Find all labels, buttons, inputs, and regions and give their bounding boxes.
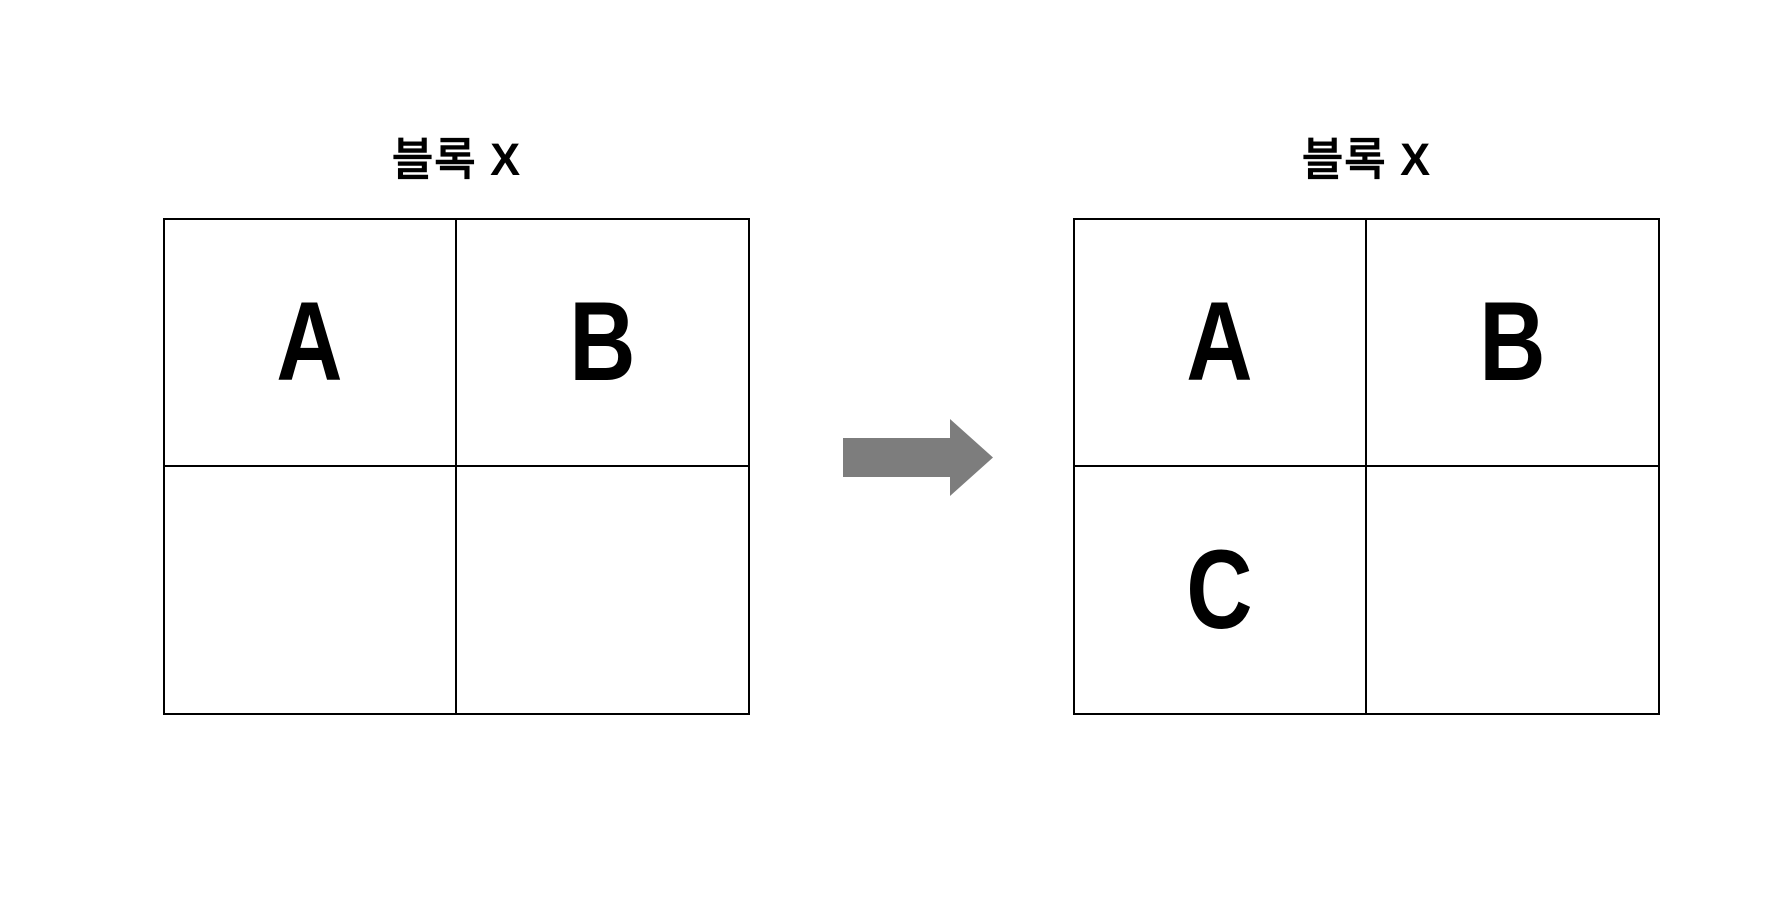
left-panel-title: 블록 X: [391, 134, 522, 185]
right-grid-cell-r1c1: [1367, 467, 1659, 714]
cell-letter: A: [276, 279, 343, 405]
right-grid-cell-r0c1: B: [1366, 220, 1658, 467]
arrow-shape: [843, 419, 993, 496]
cell-letter: A: [1186, 279, 1253, 405]
left-block-grid: A B: [163, 218, 750, 715]
right-arrow-icon: [843, 419, 993, 496]
left-grid-cell-r0c1: B: [456, 220, 748, 467]
right-grid-cell-r1c0: C: [1075, 466, 1367, 713]
left-grid-cell-r0c0: A: [165, 220, 457, 467]
cell-letter: C: [1186, 526, 1253, 652]
right-block-grid: A B C: [1073, 218, 1660, 715]
right-grid-cell-r0c0: A: [1075, 220, 1367, 467]
cell-letter: B: [1479, 279, 1546, 405]
right-panel-title: 블록 X: [1301, 134, 1432, 185]
cell-letter: B: [569, 279, 636, 405]
left-grid-cell-r1c1: [457, 467, 749, 714]
left-grid-cell-r1c0: [165, 466, 457, 713]
